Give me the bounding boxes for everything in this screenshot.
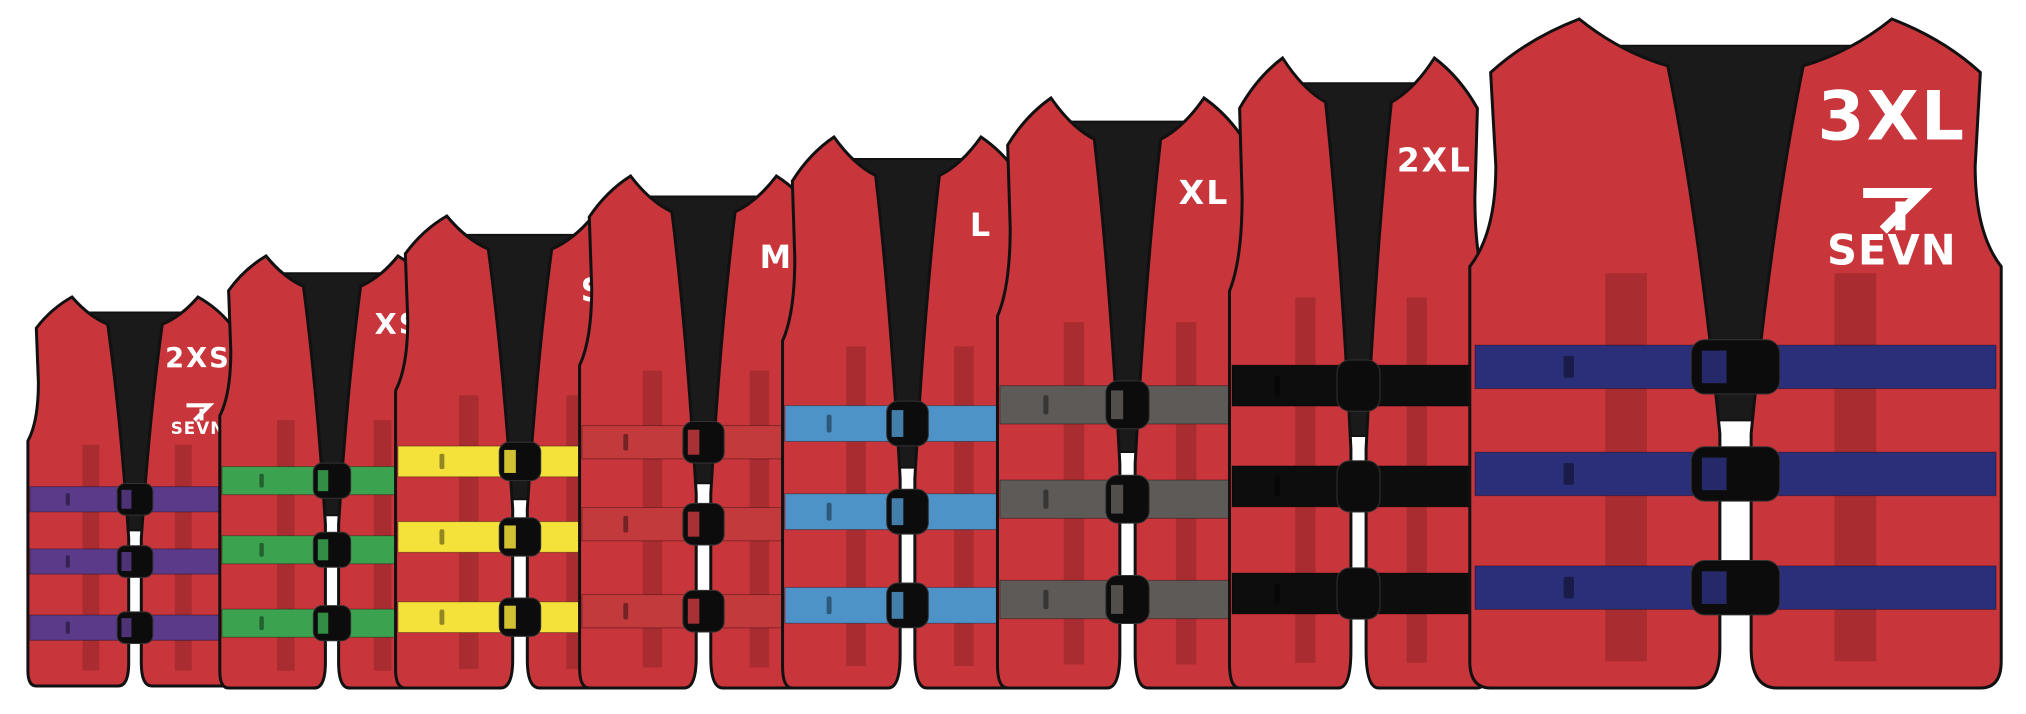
vest-xs: XS [218,254,446,690]
vest-xl: XL [995,95,1260,690]
strap-loop [623,602,629,620]
strap-loop [1275,476,1281,497]
buckle-slot [121,618,132,638]
strap-loop [1563,356,1574,378]
buckle-slot [121,552,132,572]
strap-loop [826,414,832,433]
vest-3xl: 3XL SEVN [1468,17,2003,690]
buckle-slot [1111,484,1124,514]
buckle-slot [504,525,516,549]
buckle-slot [1701,350,1727,384]
brand-name: SEVN [1827,226,1957,275]
strap-loop [259,542,264,557]
vest-2xl: 2XL [1227,55,1490,690]
vest-size-label: 2XL [1397,140,1472,179]
buckle-slot [891,410,904,437]
strap-loop [1043,489,1049,509]
buckle-slot [891,591,904,619]
strap-loop [65,621,70,634]
buckle-slot [317,539,329,561]
buckle-slot [121,489,132,509]
strap-loop [1275,583,1281,604]
buckle-slot [1111,585,1124,614]
vest-size-label: XL [1179,173,1230,212]
buckle-slot [1701,457,1727,491]
vest-l: L [781,134,1034,690]
strap-loop [439,609,445,625]
strap-loop [623,515,629,533]
strap-loop [65,492,70,506]
strap-loop [1275,375,1281,396]
strap-loop [439,453,445,470]
buckle-slot [1701,571,1727,604]
buckle-slot [317,470,329,492]
strap-loop [259,616,264,631]
strap-loop [259,473,264,488]
strap-loop [1563,463,1574,485]
strap-loop [826,502,832,521]
sevn-logo-icon [186,403,215,422]
buckle-slot [504,449,516,473]
sevn-logo-icon [1863,187,1933,234]
strap-loop [1043,395,1049,415]
buckle-slot [1111,390,1124,420]
strap-loop [826,596,832,615]
buckle-slot [317,612,329,634]
vest-group: 2XSSEVNXSSMLXL2XL3XLSEVN [26,17,2003,690]
vest-size-label: M [760,240,793,276]
vest-size-label: 2XS [165,343,231,374]
buckle-slot [687,511,700,537]
strap-loop [623,433,629,451]
buckle-slot [1342,370,1355,401]
vest-2xs: 2XS SEVN [26,295,244,688]
vest-size-label: 3XL [1818,76,1966,155]
strap-loop [439,529,445,545]
brand-name: SEVN [171,418,226,438]
buckle-slot [687,598,700,624]
buckle-slot [687,429,700,455]
buckle-slot [1342,471,1355,502]
buckle-slot [1342,578,1355,609]
strap-loop [65,555,70,568]
buckle-slot [891,498,904,526]
buckle-slot [504,605,516,629]
vest-size-label: L [970,206,992,244]
strap-loop [1043,589,1049,610]
strap-loop [1563,576,1574,599]
